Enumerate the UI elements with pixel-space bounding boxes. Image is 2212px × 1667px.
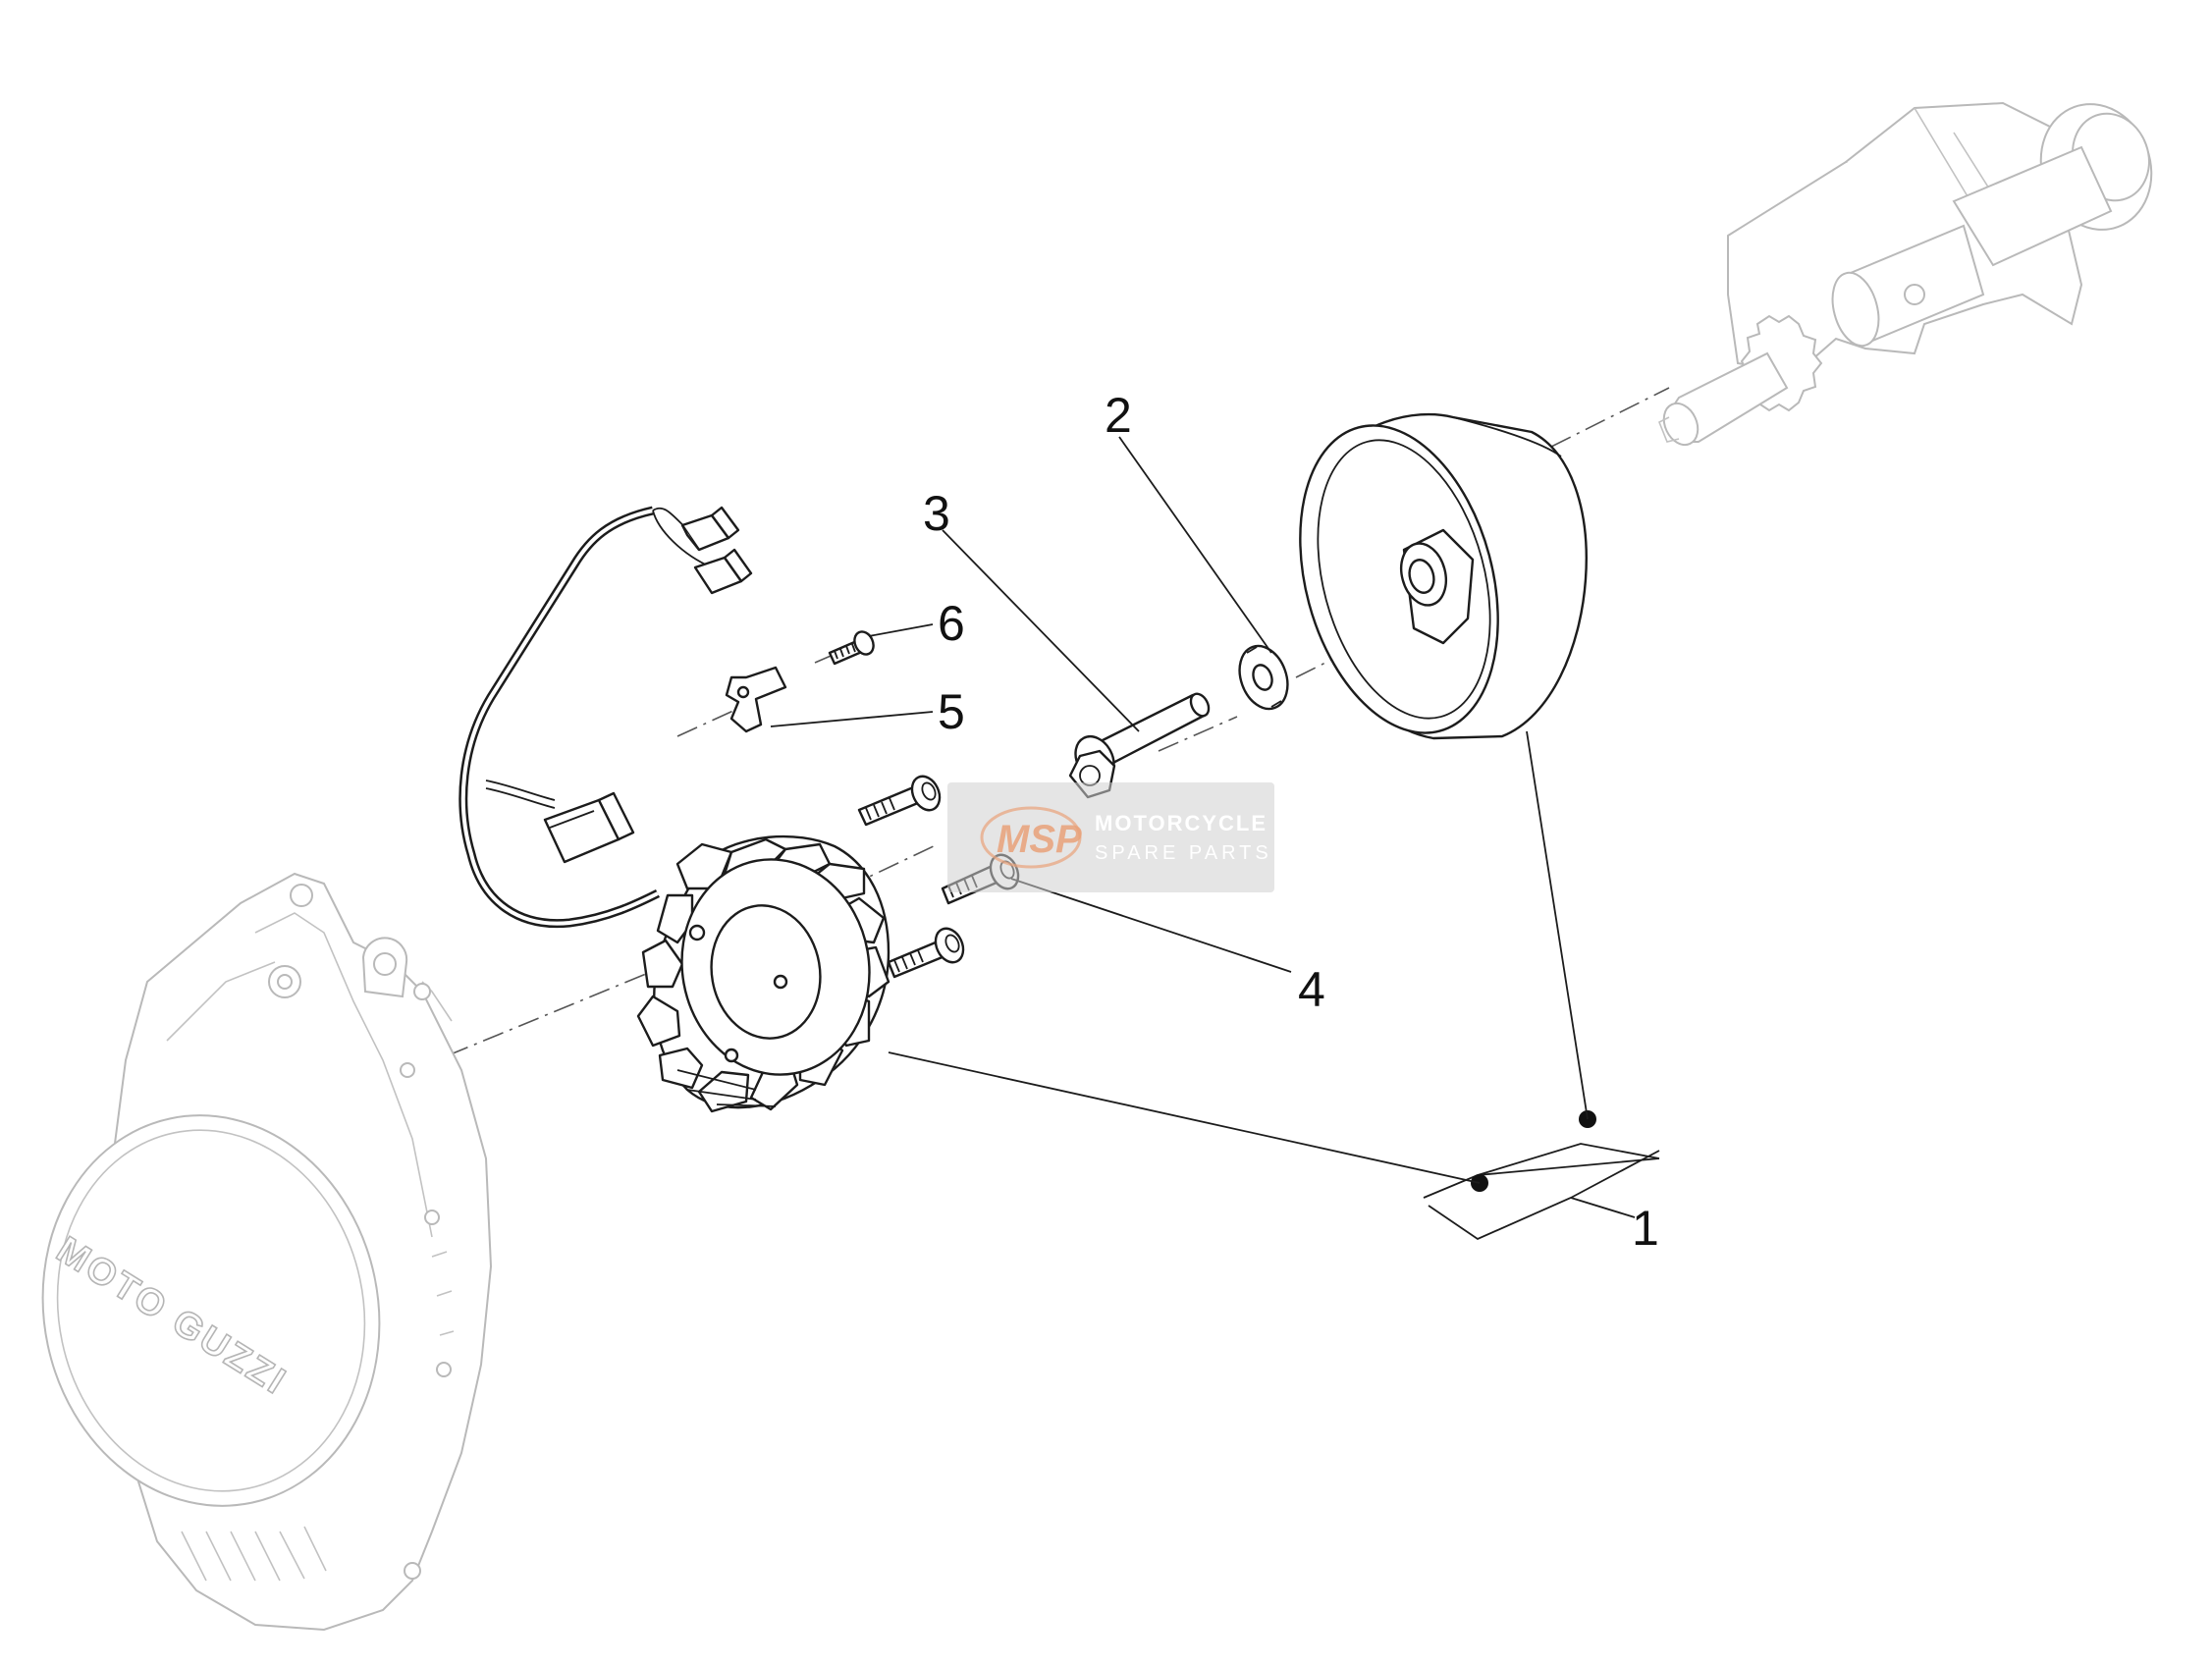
- connector-upper-1: [680, 506, 740, 552]
- engine-side-cover: MOTO GUZZI: [41, 872, 493, 1632]
- leader-4: [1010, 878, 1292, 973]
- wiring-harness: [459, 506, 753, 929]
- bracket-plate: [725, 666, 787, 733]
- watermark-logo: MSP: [997, 818, 1082, 861]
- washer: [1238, 644, 1289, 711]
- connector-upper-2: [693, 548, 753, 595]
- watermark-line1: MOTORCYCLE: [1095, 811, 1268, 835]
- leader-1: [1570, 1197, 1636, 1218]
- watermark: MSP MOTORCYCLE SPARE PARTS: [947, 782, 1274, 892]
- leader-rotor-kit: [1526, 730, 1589, 1120]
- axis-nut-washer: [1158, 716, 1238, 752]
- connector-lower: [543, 791, 635, 864]
- screw-6: [828, 630, 875, 666]
- crankshaft: [1657, 101, 2153, 447]
- callout-labels: 2 3 6 5 4 1: [923, 388, 1659, 1256]
- leader-lines: [770, 436, 1636, 1218]
- callout-5: 5: [938, 684, 965, 739]
- watermark-line2: SPARE PARTS: [1095, 842, 1272, 864]
- callout-1: 1: [1632, 1201, 1659, 1256]
- leader-2: [1118, 436, 1272, 654]
- callout-6: 6: [938, 596, 965, 651]
- callout-2: 2: [1105, 388, 1132, 443]
- stator: [636, 834, 890, 1113]
- axis-bracket: [676, 704, 747, 737]
- kit-bracket: [1423, 1110, 1660, 1241]
- axis-screw-6: [814, 649, 845, 664]
- leader-5: [770, 711, 934, 727]
- axis-rotor-crank: [1550, 387, 1670, 448]
- flange-bolt: [1068, 692, 1211, 799]
- leader-6: [868, 623, 934, 637]
- leader-stator-kit: [888, 1051, 1481, 1184]
- callout-4: 4: [1298, 962, 1325, 1017]
- flywheel-rotor: [1299, 412, 1588, 740]
- stator-bolt-lower: [887, 927, 965, 979]
- stator-bolt-upper: [857, 775, 942, 827]
- callout-3: 3: [923, 486, 950, 541]
- leader-3: [942, 529, 1140, 732]
